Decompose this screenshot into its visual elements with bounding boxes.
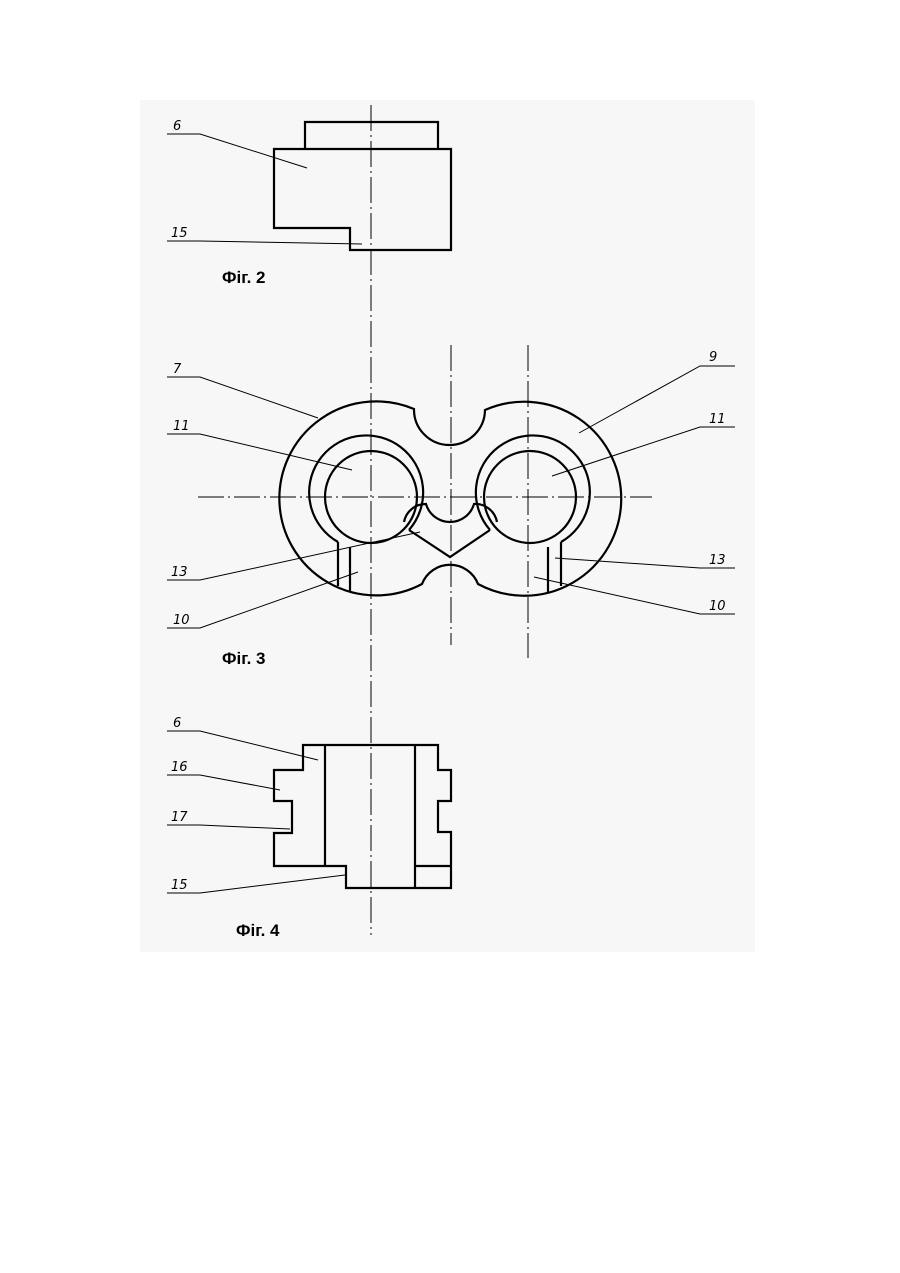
- callout-number: 13: [709, 553, 726, 568]
- callout-number: 15: [171, 878, 188, 893]
- callout-number: 11: [173, 419, 190, 434]
- callout-number: 15: [171, 226, 188, 241]
- callout-number: 9: [709, 350, 717, 365]
- figure-caption: Фіг. 2: [222, 268, 266, 287]
- callout-number: 17: [171, 810, 188, 825]
- figure-caption: Фіг. 4: [236, 921, 280, 940]
- figure-caption: Фіг. 3: [222, 649, 266, 668]
- callout-number: 6: [173, 119, 181, 134]
- callout-number: 16: [171, 760, 188, 775]
- callout-number: 11: [709, 412, 726, 427]
- callout-number: 13: [171, 565, 188, 580]
- callout-number: 6: [173, 716, 181, 731]
- callout-number: 10: [709, 599, 726, 614]
- scanned-area-background: [140, 100, 755, 952]
- callout-number: 10: [173, 613, 190, 628]
- callout-number: 7: [173, 362, 182, 377]
